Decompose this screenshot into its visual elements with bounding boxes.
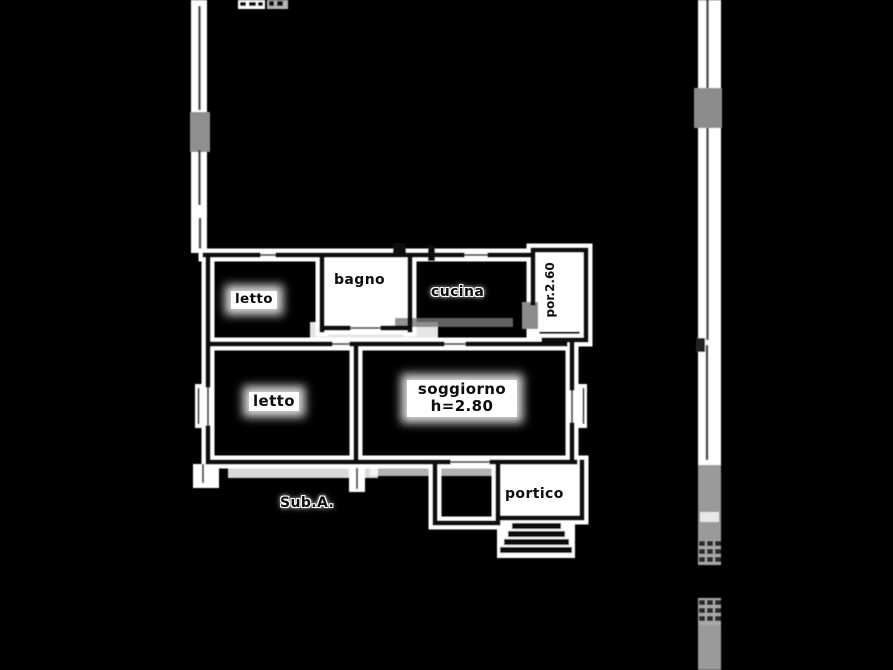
left-boundary-line <box>190 0 210 253</box>
soggiorno-name: soggiorno <box>417 380 507 398</box>
room-label-portico-side: por.2.60 <box>543 262 558 318</box>
room-label-letto-2: letto <box>249 392 299 412</box>
room-label-bagno: bagno <box>334 272 386 288</box>
room-label-soggiorno: soggiorno h=2.80 <box>407 380 517 417</box>
top-edge-marks <box>238 0 288 9</box>
unit-label-sub-a: Sub.A. <box>280 495 335 511</box>
room-label-letto-1: letto <box>231 291 277 309</box>
soggiorno-height-note: h=2.80 <box>430 397 494 416</box>
gray-artifacts <box>395 302 538 329</box>
window-door-lines <box>197 254 585 489</box>
room-label-portico: portico <box>505 486 564 502</box>
right-boundary-line <box>694 0 722 670</box>
entry-steps <box>500 523 572 553</box>
walls <box>202 247 589 526</box>
room-label-cucina: cucina <box>431 284 485 300</box>
wall-stubs <box>393 243 435 261</box>
